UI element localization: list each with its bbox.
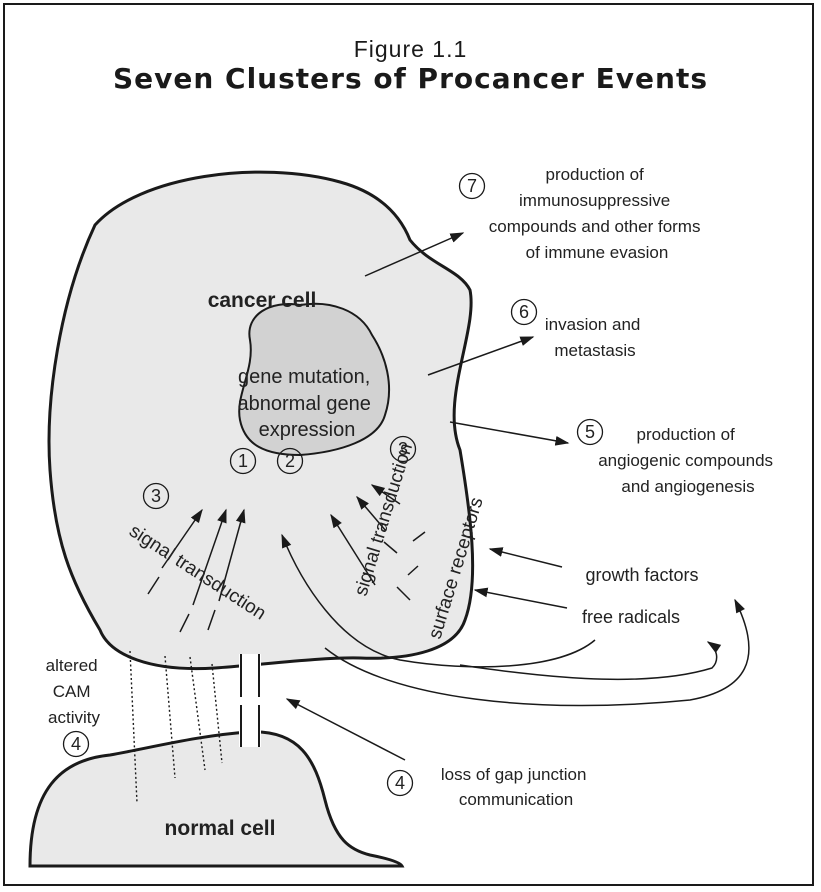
signal-arrows-right [330, 484, 426, 601]
normal-cell [28, 730, 405, 868]
marker-1: 1 [229, 447, 257, 475]
cancer-cell-label: cancer cell [208, 289, 317, 312]
gap-junction-channel [239, 654, 261, 747]
marker-3-left: 3 [142, 482, 170, 510]
arrow-immune-evasion [364, 232, 465, 277]
nucleus [238, 302, 391, 457]
marker-6: 6 [510, 298, 538, 326]
arrow-angiogenesis [449, 421, 570, 446]
marker-5: 5 [576, 418, 604, 446]
marker-7: 7 [458, 172, 486, 200]
signal-arrows-left [147, 508, 246, 633]
svg-text:4: 4 [395, 773, 405, 793]
marker-4-gap: 4 [386, 769, 414, 797]
normal-cell-label: normal cell [165, 817, 276, 840]
curve-to-growth-factors [324, 598, 750, 707]
svg-text:1: 1 [238, 451, 248, 471]
event6-label: invasion and metastasis [545, 315, 645, 360]
figure-label: Figure 1.1 [353, 36, 468, 62]
cam-dotted-lines [129, 650, 223, 804]
free-radicals-label: free radicals [582, 607, 680, 627]
cam-label: altered CAM activity [46, 656, 103, 727]
curve-free-radicals-to-nucleus [281, 533, 596, 668]
figure-title: Seven Clusters of Procancer Events [112, 62, 709, 95]
svg-text:6: 6 [519, 302, 529, 322]
svg-text:5: 5 [585, 422, 595, 442]
arrow-gap-junction [285, 698, 406, 761]
svg-text:2: 2 [285, 451, 295, 471]
marker-2: 2 [276, 447, 304, 475]
svg-text:4: 4 [71, 734, 81, 754]
svg-text:3: 3 [151, 486, 161, 506]
arrow-free-radicals [473, 587, 568, 609]
arrow-growth-factors [488, 547, 563, 568]
marker-3-right: 3 [389, 435, 417, 463]
marker-4-cam: 4 [62, 730, 90, 758]
growth-factors-label: growth factors [585, 565, 698, 585]
nucleus-text: gene mutation, abnormal gene expression [238, 366, 377, 441]
event5-label: production of angiogenic compounds and a… [598, 425, 778, 496]
arrow-invasion [427, 336, 535, 376]
curve-to-free-radicals [459, 641, 722, 681]
svg-text:3: 3 [398, 439, 408, 459]
gap-junction-label: loss of gap junction communication [441, 765, 591, 809]
svg-text:7: 7 [467, 176, 477, 196]
event7-label: production of immunosuppressive compound… [489, 165, 705, 262]
